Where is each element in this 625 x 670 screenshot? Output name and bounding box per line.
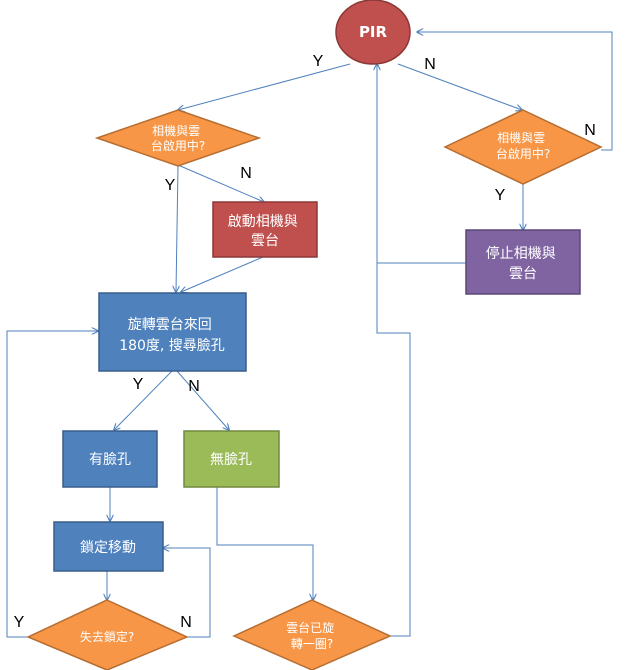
decision-camera-active-left: 相機與雲 台啟用中? [94,109,262,167]
svg-text:雲台已旋 轉一圈?: 雲台已旋 轉一圈? [286,620,338,651]
full-rotation-line2: 轉一圈? [291,637,333,651]
process-lock-move: 鎖定移動 [53,521,164,572]
edge-noface-to-full [216,487,313,600]
label-lost-y: Y [14,614,25,631]
decision-camera-active-right: 相機與雲 台啟用中? [443,109,603,185]
label-pir-y: Y [313,53,324,70]
edge-start-camera-to-rotate [181,256,264,292]
lock-move-label: 鎖定移動 [80,540,136,556]
label-left-y: Y [165,177,176,194]
process-stop-camera: 停止相機與 雲台 [465,229,581,295]
pir-label: PIR [359,23,388,41]
process-rotate-search: 旋轉雲台來回 180度, 搜尋臉孔 [98,292,247,372]
svg-text:停止相機與 雲台: 停止相機與 雲台 [486,245,560,282]
process-face-found: 有臉孔 [62,430,158,488]
start-camera-line2: 雲台 [251,233,279,249]
edge-pir-to-right-decision [397,63,522,110]
decision-left-line2: 台啟用中? [151,138,205,153]
process-no-face: 無臉孔 [183,430,280,488]
svg-text:相機與雲 台啟用中?: 相機與雲 台啟用中? [496,130,550,161]
label-left-n: N [240,165,252,182]
full-rotation-line1: 雲台已旋 [286,620,334,635]
stop-camera-line1: 停止相機與 [486,245,556,262]
decision-lost-lock: 失去鎖定? [26,599,189,670]
no-face-label: 無臉孔 [210,452,252,468]
edge-lost-n-loop [163,548,211,638]
edge-lost-y-loop [6,331,98,638]
process-start-camera: 啟動相機與 雲台 [212,201,318,258]
label-lost-n: N [180,614,192,631]
svg-text:相機與雲 台啟用中?: 相機與雲 台啟用中? [151,123,205,153]
decision-right-line2: 台啟用中? [496,146,550,161]
svg-text:啟動相機與 雲台: 啟動相機與 雲台 [228,214,302,249]
edge-rotate-n [176,370,229,430]
decision-full-rotation: 雲台已旋 轉一圈? [232,599,392,670]
edge-labels: Y N Y N N Y Y N Y N [14,53,596,631]
label-pir-n: N [424,56,436,73]
node-pir: PIR [335,0,411,65]
label-rotate-y: Y [133,376,144,393]
edge-rotate-y [114,370,173,430]
stop-camera-line2: 雲台 [509,266,537,282]
label-rotate-n: N [188,378,200,395]
lost-lock-label: 失去鎖定? [80,629,134,644]
rotate-line1: 旋轉雲台來回 [128,317,212,333]
decision-left-line1: 相機與雲 [152,123,200,138]
svg-text:旋轉雲台來回 180度, 搜尋臉孔: 旋轉雲台來回 180度, 搜尋臉孔 [119,317,225,354]
decision-right-line1: 相機與雲 [497,130,545,145]
connectors [6,32,613,638]
edge-right-decision-loop [417,32,613,151]
edge-left-decision-n [177,164,264,202]
edge-pir-to-left-decision [178,63,351,110]
face-found-label: 有臉孔 [89,452,131,468]
edge-full-back-to-pir [377,64,411,637]
rotate-line2: 180度, 搜尋臉孔 [119,338,225,354]
start-camera-line1: 啟動相機與 [228,214,298,230]
edge-left-decision-y [176,165,178,292]
label-right-y: Y [495,187,506,204]
label-right-n: N [584,122,596,139]
